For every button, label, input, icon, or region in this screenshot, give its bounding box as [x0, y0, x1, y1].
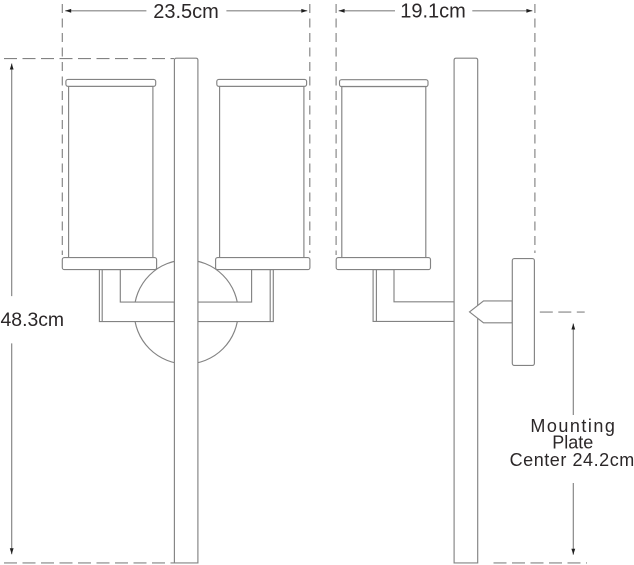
svg-text:Center 24.2cm: Center 24.2cm: [510, 450, 634, 470]
svg-text:19.1cm: 19.1cm: [400, 1, 466, 23]
svg-text:48.3cm: 48.3cm: [1, 309, 65, 331]
svg-text:23.5cm: 23.5cm: [153, 1, 219, 23]
svg-text:Mounting: Mounting: [530, 416, 616, 436]
svg-text:Plate: Plate: [552, 432, 593, 452]
